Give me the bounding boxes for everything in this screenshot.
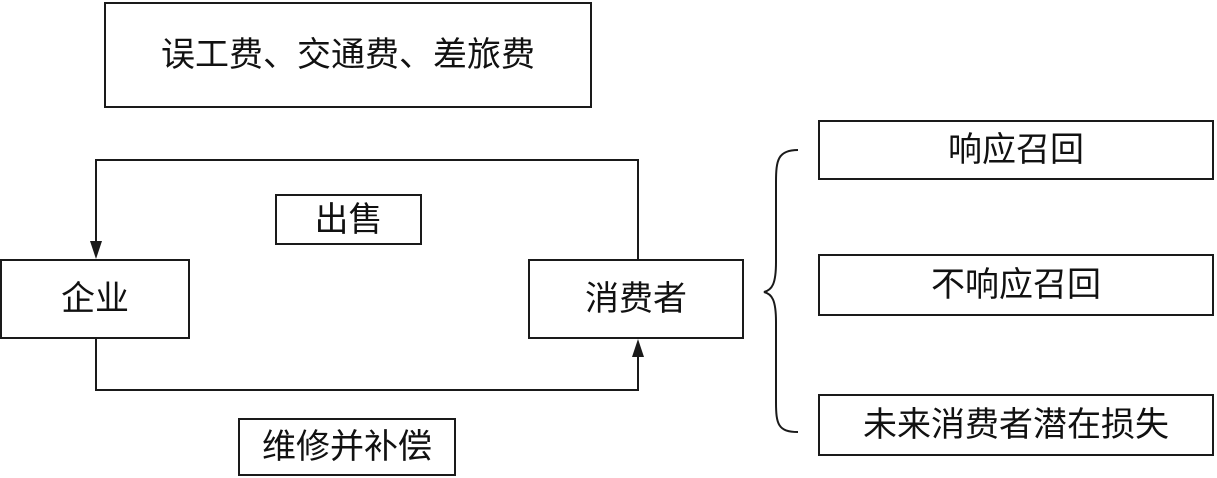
consumer-label: 消费者: [585, 279, 687, 319]
company-box: 企业: [0, 259, 190, 339]
outcome-respond-recall-box: 响应召回: [818, 120, 1214, 180]
outcome-future-loss-box: 未来消费者潜在损失: [818, 394, 1214, 456]
company-label: 企业: [61, 279, 129, 319]
repair-flow-arrowhead: [632, 339, 644, 357]
outcome-respond-recall-label: 响应召回: [948, 130, 1084, 170]
repair-label: 维修并补偿: [262, 427, 432, 467]
repair-flow-line: [95, 339, 639, 391]
outcome-no-response-label: 不响应召回: [931, 265, 1101, 305]
costs-label: 误工费、交通费、差旅费: [161, 35, 535, 75]
outcomes-brace: [763, 149, 799, 433]
consumer-box: 消费者: [528, 259, 744, 339]
costs-box: 误工费、交通费、差旅费: [104, 2, 592, 108]
sale-flow-line: [95, 159, 639, 259]
repair-box: 维修并补偿: [238, 418, 456, 476]
sale-box: 出售: [275, 194, 422, 245]
outcome-future-loss-label: 未来消费者潜在损失: [863, 405, 1169, 445]
sale-label: 出售: [314, 199, 383, 240]
sale-flow-arrowhead: [90, 241, 102, 259]
outcome-no-response-box: 不响应召回: [818, 254, 1214, 316]
